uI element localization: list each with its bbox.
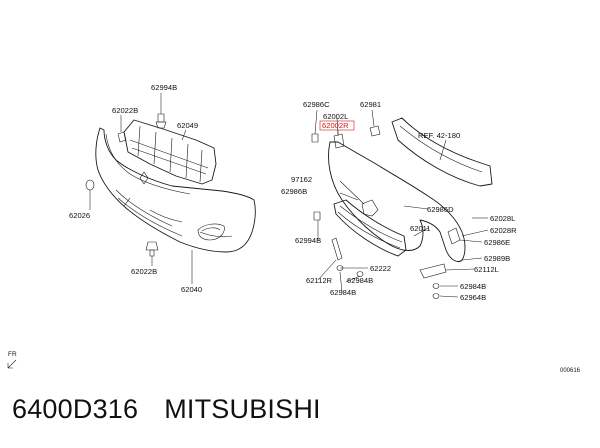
label-62994B-right: 62994B [295,236,321,245]
reinforcement-beam [391,117,493,187]
label-62049: 62049 [177,121,198,130]
label-62222: 62222 [370,264,391,273]
front-bumper-assembly-left [85,93,256,284]
label-ref-42-180: REF. 42-180 [418,131,460,140]
label-62986C: 62986C [303,100,330,109]
cap-62026 [85,179,95,191]
drawing-code: 000616 [560,368,581,374]
bracket-62112R [331,237,343,261]
label-62986B: 62986B [281,187,307,196]
highlight-box-62002R [319,120,355,131]
upper-grille-62049 [123,119,217,185]
clip-62022B-top [117,131,127,143]
bracket-62028 [447,227,461,245]
label-62994B-left: 62994B [151,83,177,92]
front-arrow-icon [7,359,17,369]
bolt-62981 [369,125,381,137]
clip-62994B [157,113,165,123]
label-62984B-b: 62984B [330,288,356,297]
label-62986E: 62986E [484,238,510,247]
nut-62964B [432,293,440,299]
label-62011: 62011 [410,224,431,233]
label-62112L: 62112L [474,265,499,274]
front-direction-indicator: FR [7,351,17,369]
clip-62994B-right [313,211,321,221]
garnish-62112L [419,263,447,279]
label-62026: 62026 [69,211,90,220]
clip-62022B-bottom [145,241,159,251]
label-62964B: 62964B [460,293,486,302]
label-62022B-bottom: 62022B [131,267,157,276]
bumper-exploded-right [311,109,493,299]
label-front: FR [8,351,17,358]
label-97162: 97162 [291,175,312,184]
label-62028L: 62028L [490,214,515,223]
label-62040: 62040 [181,285,202,294]
label-62022B-top: 62022B [112,106,138,115]
bumper-cover-outline [328,141,466,262]
clip-62984B [432,283,440,289]
label-62028R: 62028R [490,226,517,235]
lower-grille-62222 [333,199,407,257]
part-number: 6400D316 [12,394,139,424]
label-62981: 62981 [360,100,381,109]
brand-name: MITSUBISHI [164,394,321,424]
label-62989B: 62989B [484,254,510,263]
bracket-97162 [361,199,379,217]
label-62002L: 62002L [323,112,348,121]
bracket-62002 [333,133,345,149]
bumper-cover-62040 [95,127,256,253]
label-62984B-c: 62984B [460,282,486,291]
label-62984B-a: 62984B [347,276,373,285]
caption: 6400D316 MITSUBISHI [12,394,321,425]
screw-62986C [311,133,319,143]
label-62002R: 62002R [322,121,349,130]
label-62986D: 62986D [427,205,454,214]
label-62112R: 62112R [306,276,333,285]
